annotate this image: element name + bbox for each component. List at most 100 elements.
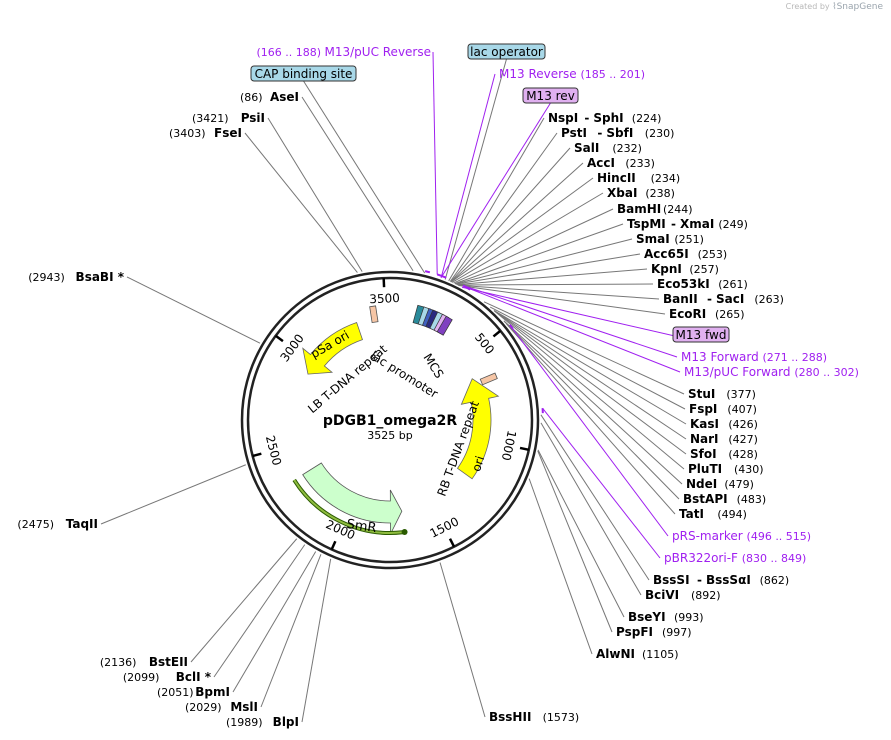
site-name-separator: -	[584, 111, 589, 125]
site-position: (483)	[737, 493, 767, 506]
site-position: (1105)	[642, 648, 679, 661]
site-name: PstI	[561, 126, 587, 140]
site-name: BclI *	[176, 670, 212, 684]
primer-binding-arc	[465, 286, 471, 291]
leader-line	[456, 268, 648, 286]
leader-line	[493, 310, 687, 425]
primer-leader	[509, 324, 669, 537]
leader-line	[448, 117, 545, 282]
site-name: SalI	[574, 141, 599, 155]
primer-range: (280 .. 302)	[794, 366, 859, 379]
leader-line	[267, 117, 363, 272]
site-name-separator: -	[671, 217, 676, 231]
ruler-label: 1000	[499, 429, 519, 462]
restriction-site-acc65i: Acc65I(253)	[644, 247, 727, 261]
site-position: (234)	[651, 172, 681, 185]
plasmid-name: pDGB1_omega2R	[323, 413, 457, 429]
site-position: (427)	[728, 433, 758, 446]
site-position: (2943)	[28, 271, 65, 284]
primer-name: M13/pUC Reverse	[325, 45, 432, 59]
restriction-site-ndei: NdeI(479)	[686, 477, 754, 491]
restriction-site-bsshii: BssHII(1573)	[489, 710, 579, 724]
primer-name: pRS-marker	[672, 529, 747, 543]
site-position: (224)	[632, 112, 662, 125]
site-name: TatI	[679, 507, 704, 521]
restriction-site-psii: PsiI(3421)	[192, 111, 265, 125]
site-position: (479)	[724, 478, 754, 491]
site-name: BpmI	[195, 685, 230, 699]
ruler-tick	[330, 540, 337, 550]
leader-line	[458, 285, 666, 315]
ruler-tick	[492, 329, 502, 338]
ruler-tick	[274, 334, 284, 343]
restriction-site-sfoi: SfoI(428)	[690, 447, 758, 461]
leader-line	[455, 238, 633, 285]
leader-line	[440, 102, 551, 279]
leader-line	[100, 464, 246, 525]
feature-lac-block	[436, 315, 453, 336]
site-position: (86)	[240, 91, 263, 104]
primer-range: (166 .. 188)	[256, 46, 324, 59]
site-position: (428)	[728, 448, 758, 461]
snapgene-watermark: Created by ⌇SnapGene	[786, 2, 883, 12]
feature-smr-primer-arc	[293, 479, 403, 534]
feature-label-mcs: MCS	[420, 351, 446, 381]
leader-line	[458, 284, 660, 300]
label-box	[250, 65, 357, 82]
site-name: PsiI	[241, 111, 265, 125]
leader-line	[190, 538, 298, 663]
primer-m13-forward: M13 Forward (271 .. 288)	[681, 350, 827, 364]
site-position: (251)	[674, 233, 704, 246]
primer-name: M13 Reverse	[499, 67, 581, 81]
restriction-site-tspmi: TspMI-XmaI(249)	[627, 217, 748, 231]
site-position: (261)	[718, 278, 748, 291]
site-position: (892)	[691, 589, 721, 602]
restriction-site-pspfi: PspFI(997)	[616, 625, 692, 639]
primer-range: (271 .. 288)	[763, 351, 828, 364]
restriction-site-bcivi: BciVI(892)	[645, 588, 721, 602]
feature-lb-repeat-box	[369, 305, 379, 324]
leader-line	[244, 132, 358, 273]
site-name: TspMI	[627, 217, 666, 231]
leader-line	[489, 306, 686, 410]
leader-line	[451, 192, 604, 283]
primer-pbr322ori-f: pBR322ori-F (830 .. 849)	[664, 551, 806, 565]
site-name: EcoRI	[669, 307, 706, 321]
ruler-label: 500	[472, 330, 497, 357]
restriction-site-psti: PstI-SbfI(230)	[561, 126, 674, 140]
leader-line	[506, 323, 676, 515]
leader-line	[439, 562, 486, 718]
leader-line	[444, 58, 507, 280]
primer-binding-arc	[436, 273, 443, 277]
label-text: CAP binding site	[255, 67, 353, 81]
label-text: lac operator	[470, 45, 543, 59]
primer-name: M13 Forward	[681, 350, 763, 364]
feature-ori-arrow	[456, 378, 500, 480]
leader-line	[232, 551, 317, 693]
site-name: BamHI	[617, 202, 661, 216]
site-position: (253)	[698, 248, 728, 261]
leader-line	[493, 310, 687, 440]
leader-line	[537, 450, 613, 633]
site-name: NspI	[548, 111, 578, 125]
leader-line	[260, 554, 322, 708]
label-box	[672, 326, 730, 343]
site-position: (233)	[625, 157, 655, 170]
restriction-site-bsabi: BsaBI *(2943)	[28, 270, 125, 284]
restriction-site-fsei: FseI(3403)	[169, 126, 242, 140]
restriction-site-hincii: HincII(234)	[597, 171, 680, 185]
restriction-site-stui: StuI(377)	[688, 387, 756, 401]
primer-prs-marker: pRS-marker (496 .. 515)	[672, 529, 811, 543]
restriction-site-fspi: FspI(407)	[689, 402, 757, 416]
site-position: (426)	[728, 418, 758, 431]
leader-lines	[100, 51, 702, 723]
feature-psa-ori-arrow	[302, 322, 363, 375]
leader-line	[301, 96, 414, 272]
feature-rb-repeat-box	[479, 372, 498, 386]
box-lac-operator: lac operator	[467, 43, 546, 60]
primer-range: (496 .. 515)	[747, 530, 812, 543]
primer-name: M13/pUC Forward	[684, 365, 794, 379]
